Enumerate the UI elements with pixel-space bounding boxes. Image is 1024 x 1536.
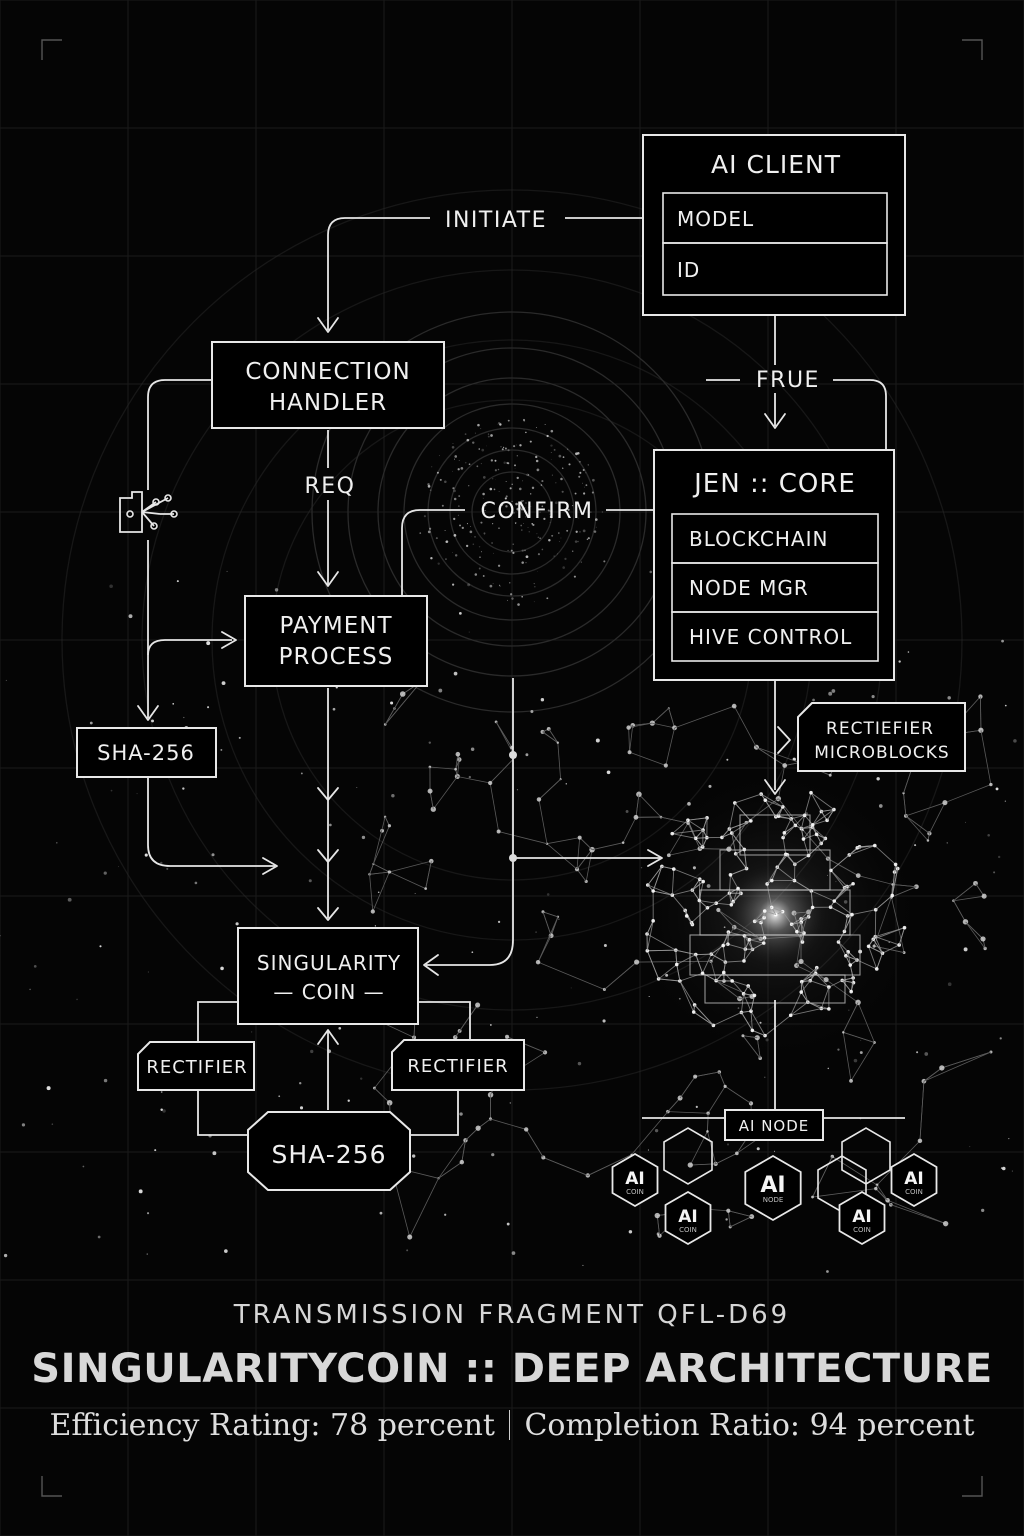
ai-client-field-model: MODEL: [677, 207, 754, 231]
jen-core-node: JEN :: CORE BLOCKCHAIN NODE MGR HIVE CON…: [653, 449, 895, 681]
frame-corners: [41, 39, 983, 1497]
hex-shape: [611, 1152, 659, 1208]
footer: TRANSMISSION FRAGMENT QFL-D69 SINGULARIT…: [0, 1290, 1024, 1443]
footer-title: SINGULARITYCOIN :: DEEP ARCHITECTURE: [31, 1346, 993, 1392]
hex-node-sublabel: COIN: [626, 1188, 644, 1196]
connection-handler-line-2: HANDLER: [269, 390, 387, 416]
neural-globe: [625, 765, 925, 1065]
rectifier-right-label: RECTIFIER: [407, 1056, 508, 1077]
payment-process-line-1: PAYMENT: [279, 613, 392, 639]
connection-handler-line-1: CONNECTION: [245, 359, 410, 385]
payment-process-line-2: PROCESS: [279, 644, 394, 670]
ai-client-field-id: ID: [677, 258, 700, 282]
singularity-coin-node: SINGULARITY — COIN —: [237, 927, 419, 1025]
jen-core-field-hive-control: HIVE CONTROL: [689, 625, 852, 649]
ai-client-node: AI CLIENT MODEL ID: [642, 134, 906, 316]
sha256-left-node: SHA-256: [76, 727, 217, 778]
edge-label-initiate: INITIATE: [445, 208, 547, 233]
hex-node-label: AI: [852, 1207, 871, 1227]
rectifier-right-node: RECTIFIER: [391, 1039, 525, 1091]
ai-client-title: AI CLIENT: [711, 150, 841, 179]
hex-shape: [838, 1190, 886, 1246]
rectiefier-microblocks-line-2: MICROBLOCKS: [814, 743, 949, 763]
hex-node-sublabel: COIN: [853, 1226, 871, 1234]
footer-subtitle: TRANSMISSION FRAGMENT QFL-D69: [233, 1300, 791, 1330]
stats-separator: [508, 1410, 511, 1440]
rectiefier-microblocks-node: RECTIEFIER MICROBLOCKS: [797, 702, 966, 772]
sha256-bottom-node: SHA-256: [247, 1111, 411, 1191]
hex-node-sublabel: COIN: [679, 1226, 697, 1234]
edge-label-confirm: CONFIRM: [480, 499, 593, 524]
jen-core-title: JEN :: CORE: [692, 469, 856, 499]
hex-node-sublabel: COIN: [905, 1188, 923, 1196]
payment-process-node: PAYMENT PROCESS: [244, 595, 428, 687]
hex-node-label: AI: [625, 1169, 644, 1189]
singularity-coin-line-2: — COIN —: [273, 980, 384, 1004]
edge-label-req: REQ: [304, 474, 355, 499]
hex-node-label: AI: [678, 1207, 697, 1227]
connectors: [137, 217, 905, 1136]
ai-node-label: AI NODE: [739, 1117, 810, 1135]
efficiency-rating: Efficiency Rating: 78 percent: [49, 1408, 495, 1443]
edge-label-frue: FRUE: [756, 368, 820, 393]
jen-core-field-blockchain: BLOCKCHAIN: [689, 527, 828, 551]
rectifier-left-node: RECTIFIER: [137, 1041, 255, 1091]
sha256-bottom-label: SHA-256: [272, 1140, 387, 1169]
rectifier-left-label: RECTIFIER: [146, 1057, 247, 1078]
singularity-coin-line-1: SINGULARITY: [257, 951, 401, 975]
hex-shape: [664, 1190, 712, 1246]
hex-node-label: AI: [760, 1173, 785, 1198]
hex-shape: [890, 1152, 938, 1208]
network-chip-icon: [119, 491, 178, 533]
footer-stats: Efficiency Rating: 78 percent Completion …: [0, 1408, 1024, 1443]
hex-node-label: AI: [904, 1169, 923, 1189]
ai-node-label-box: AI NODE: [724, 1109, 824, 1141]
hex-node-sublabel: NODE: [763, 1196, 784, 1204]
completion-ratio: Completion Ratio: 94 percent: [524, 1408, 975, 1443]
jen-core-field-node-mgr: NODE MGR: [689, 576, 809, 600]
hex-shape: [744, 1154, 802, 1222]
connection-handler-node: CONNECTION HANDLER: [211, 341, 445, 429]
rectiefier-microblocks-line-1: RECTIEFIER: [826, 719, 934, 739]
sha256-left-label: SHA-256: [97, 741, 195, 765]
